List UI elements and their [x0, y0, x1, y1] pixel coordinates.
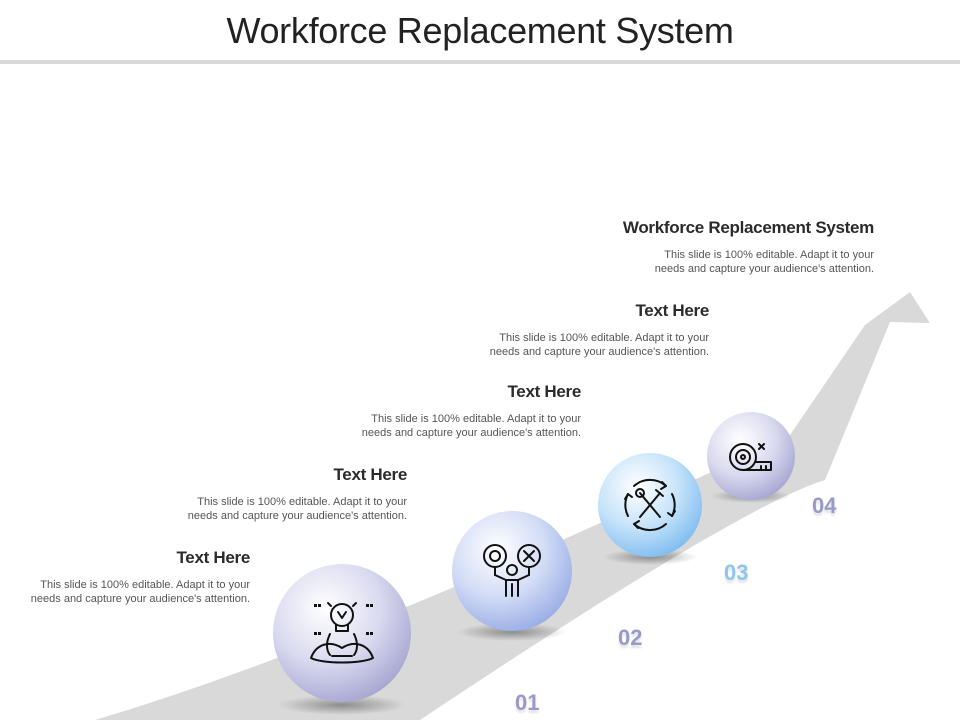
step-sphere-04	[707, 412, 795, 500]
step-number-01: 01	[515, 690, 540, 715]
callout-body-line: This slide is 100% editable. Adapt it to…	[40, 579, 250, 591]
callout-body-line: This slide is 100% editable. Adapt it to…	[197, 496, 407, 508]
callout-2: Text Here This slide is 100% editable. A…	[188, 465, 408, 523]
callout-body-line: This slide is 100% editable. Adapt it to…	[664, 249, 874, 261]
step-number-03: 03	[724, 560, 749, 585]
callout-body-line: needs and capture your audience's attent…	[187, 510, 407, 522]
callout-body-line: This slide is 100% editable. Adapt it to…	[371, 413, 581, 425]
callout-heading: Text Here	[507, 382, 581, 401]
title-divider	[0, 60, 960, 64]
step-sphere-01	[273, 564, 411, 702]
person-choice-icon	[483, 544, 541, 597]
callout-5: Workforce Replacement System This slide …	[623, 218, 874, 276]
sphere-shadow	[457, 623, 567, 641]
callout-heading: Text Here	[635, 301, 709, 320]
sphere-shadow	[278, 695, 406, 715]
callout-body-line: needs and capture your audience's attent…	[654, 263, 874, 275]
callout-1: Text Here This slide is 100% editable. A…	[31, 548, 251, 606]
step-sphere-02	[452, 511, 572, 631]
page-title: Workforce Replacement System	[226, 10, 734, 51]
callout-body: This slide is 100% editable. Adapt it to…	[362, 412, 581, 440]
callout-heading: Workforce Replacement System	[622, 218, 874, 237]
step-number-04: 04	[812, 493, 837, 518]
callout-4: Text Here This slide is 100% editable. A…	[490, 301, 710, 359]
callout-heading: Text Here	[176, 548, 250, 567]
callout-body: This slide is 100% editable. Adapt it to…	[31, 578, 250, 606]
callout-body-line: needs and capture your audience's attent…	[361, 427, 581, 439]
step-number-02: 02	[618, 625, 643, 650]
meditation-lightbulb-icon	[310, 602, 374, 664]
callout-heading: Text Here	[333, 465, 407, 484]
callout-body: This slide is 100% editable. Adapt it to…	[188, 495, 407, 523]
callout-body-line: needs and capture your audience's attent…	[489, 346, 709, 358]
callout-body-line: needs and capture your audience's attent…	[30, 593, 250, 605]
callout-body: This slide is 100% editable. Adapt it to…	[623, 248, 874, 276]
callout-body: This slide is 100% editable. Adapt it to…	[490, 331, 709, 359]
callout-3: Text Here This slide is 100% editable. A…	[362, 382, 582, 440]
step-sphere-03	[598, 453, 702, 557]
measuring-tape-icon	[729, 443, 772, 471]
callout-body-line: This slide is 100% editable. Adapt it to…	[499, 332, 709, 344]
tools-cycle-icon	[624, 478, 676, 532]
